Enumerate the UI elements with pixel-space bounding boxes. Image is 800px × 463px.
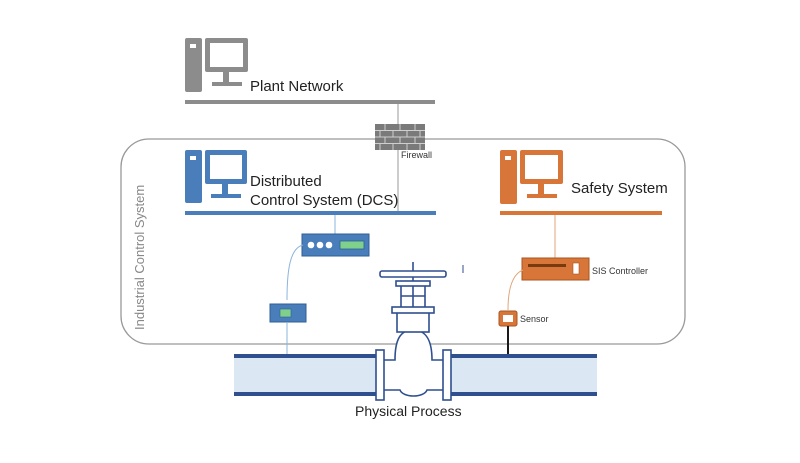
safety-system-label: Safety System xyxy=(571,180,668,197)
dcs-label: Distributed Control System (DCS) xyxy=(250,172,398,210)
safety-bus xyxy=(500,211,662,215)
dcs-bus xyxy=(185,211,436,215)
plant-network-label: Plant Network xyxy=(250,78,344,95)
sensor-label: Sensor xyxy=(520,314,549,324)
pipe-left xyxy=(234,354,376,396)
module-to-io-link xyxy=(286,244,304,301)
dcs-label-line1: Distributed xyxy=(250,173,322,190)
plant-network-bus xyxy=(185,100,435,104)
pipe-right xyxy=(451,354,597,396)
ics-label: Industrial Control System xyxy=(132,184,147,330)
plant-computer-icon xyxy=(185,38,248,92)
dcs-computer-icon xyxy=(185,150,247,203)
valve-icon xyxy=(375,262,452,401)
sensor-icon xyxy=(498,310,518,356)
sis-controller-label: SIS Controller xyxy=(592,266,649,276)
control-module-icon xyxy=(301,233,370,257)
safety-computer-icon xyxy=(500,150,563,204)
dcs-label-line2: Control System (DCS) xyxy=(250,192,399,209)
physical-process-label: Physical Process xyxy=(355,403,462,419)
firewall-label: Firewall xyxy=(401,150,433,160)
brick-wall-icon xyxy=(375,124,425,150)
controller-to-sensor-link xyxy=(507,269,524,311)
io-module-icon xyxy=(269,303,307,323)
sis-controller-icon xyxy=(521,257,590,281)
